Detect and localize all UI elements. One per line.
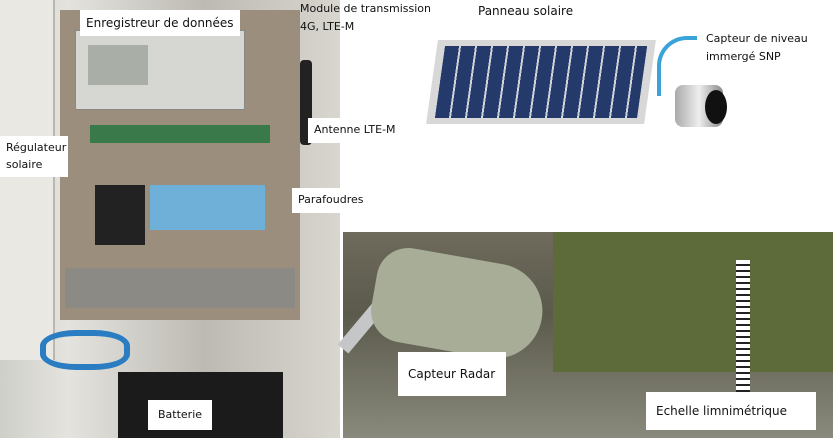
shelf <box>65 268 295 308</box>
logger-screen <box>88 45 148 85</box>
cabinet-door <box>0 0 55 360</box>
label-solar-regulator: Régulateur solaire <box>0 136 68 177</box>
solar-cells <box>434 46 648 118</box>
solar-regulator <box>95 185 145 245</box>
surge-protectors <box>150 185 265 230</box>
label-solar-panel: Panneau solaire <box>478 2 573 21</box>
label-radar-sensor: Capteur Radar <box>398 352 506 396</box>
label-antenna: Antenne LTE-M <box>308 118 402 143</box>
radar-photo <box>337 232 833 438</box>
label-battery: Batterie <box>148 400 212 430</box>
label-text: Antenne LTE-M <box>314 123 396 136</box>
sensor-lens <box>705 90 727 124</box>
label-text: Parafoudres <box>298 193 364 206</box>
label-staff-gauge: Echelle limnimétrique <box>646 392 816 430</box>
terminal-rail <box>90 125 270 143</box>
solar-panel-image <box>426 40 656 124</box>
staff-gauge <box>736 260 750 430</box>
radar-sensor <box>366 242 550 367</box>
label-text: Batterie <box>158 408 203 421</box>
label-transmission-module: Module de transmission 4G, LTE-M <box>300 0 431 35</box>
label-text: Enregistreur de données <box>86 16 234 30</box>
label-line: Module de transmission <box>300 2 432 15</box>
level-sensor-cable <box>657 36 697 96</box>
label-level-sensor: Capteur de niveau immergé SNP <box>706 30 808 65</box>
label-text: Echelle limnimétrique <box>656 404 787 418</box>
label-line: 4G, LTE-M <box>300 19 355 33</box>
cabinet-photo <box>0 0 340 438</box>
blue-cables <box>40 330 130 370</box>
label-text: Panneau solaire <box>478 4 574 18</box>
label-line: Capteur de niveau <box>706 32 808 45</box>
label-surge-protectors: Parafoudres <box>292 188 370 213</box>
vegetation <box>553 232 833 372</box>
label-line: immergé SNP <box>706 49 781 63</box>
label-line: Régulateur <box>6 141 67 154</box>
label-line: solaire <box>6 157 43 171</box>
label-text: Capteur Radar <box>408 367 496 381</box>
label-data-logger: Enregistreur de données <box>80 10 240 36</box>
